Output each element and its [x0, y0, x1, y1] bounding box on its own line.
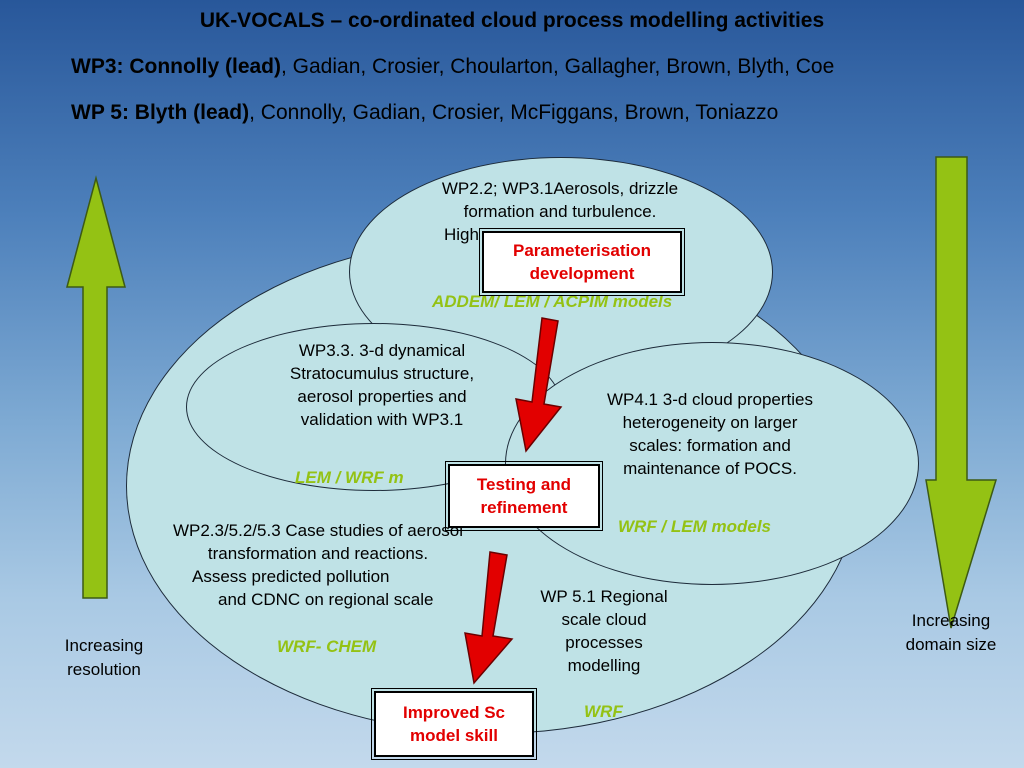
right-line3: scales: formation and [629, 436, 791, 455]
improved-line2: model skill [410, 726, 498, 745]
regional-line1: WP 5.1 Regional [540, 587, 668, 606]
big-line1: WP2.3/5.2/5.3 Case studies of aerosol [172, 521, 464, 540]
up-arrow-icon [66, 175, 126, 599]
right-side-line2: domain size [905, 635, 997, 654]
increasing-domain-size-label: Increasing domain size [888, 609, 1014, 657]
left-side-line2: resolution [67, 660, 141, 679]
left-line2: Stratocumulus structure, [289, 364, 475, 383]
wp5-team: WP 5: Blyth (lead), Connolly, Gadian, Cr… [71, 101, 778, 125]
regional-line4: modelling [567, 656, 641, 675]
top-line1: WP2.2; WP3.1Aerosols, drizzle [441, 179, 679, 198]
wp5-members: , Connolly, Gadian, Crosier, McFiggans, … [249, 101, 779, 124]
left-line4: validation with WP3.1 [300, 410, 464, 429]
right-model-label: WRF / LEM models [618, 517, 771, 536]
regional-model-label: WRF [584, 702, 623, 721]
wp3-members: , Gadian, Crosier, Choularton, Gallagher… [281, 55, 835, 78]
improved-sc-skill-box: Improved Sc model skill [371, 688, 537, 760]
right-line1: WP4.1 3-d cloud properties [607, 390, 813, 409]
ellipse-3d-dynamical [186, 323, 562, 491]
improved-line1: Improved Sc [402, 703, 506, 722]
big-model-label: WRF- CHEM [277, 637, 377, 656]
slide-title: UK-VOCALS – co-ordinated cloud process m… [199, 9, 825, 32]
wp3-team: WP3: Connolly (lead), Gadian, Crosier, C… [71, 55, 834, 79]
wp3-lead: WP3: Connolly (lead) [71, 55, 281, 78]
regional-text: WP 5.1 Regional scale cloud processes mo… [514, 585, 694, 677]
left-model-label: LEM / WRF m [295, 468, 404, 487]
ellipse-3d-cloud-properties [505, 342, 919, 585]
left-line3: aerosol properties and [297, 387, 467, 406]
top-line3: High [444, 225, 479, 244]
right-side-line1: Increasing [911, 611, 991, 630]
down-arrow-icon [925, 156, 998, 629]
wp5-lead: WP 5: Blyth (lead) [71, 101, 250, 124]
top-ellipse-text: WP2.2; WP3.1Aerosols, drizzle formation … [390, 177, 730, 246]
top-line2: formation and turbulence. [463, 202, 657, 221]
big-line4: and CDNC on regional scale [218, 590, 434, 609]
big-line2: transformation and reactions. [207, 544, 429, 563]
right-ellipse-text: WP4.1 3-d cloud properties heterogeneity… [560, 388, 860, 480]
testing-refinement-box: Testing and refinement [445, 461, 603, 531]
param-line2: development [529, 264, 635, 283]
left-side-line1: Increasing [64, 636, 144, 655]
parameterisation-development-box: Parameterisation development [479, 228, 685, 296]
right-line4: maintenance of POCS. [623, 459, 797, 478]
increasing-resolution-label: Increasing resolution [44, 634, 164, 682]
red-arrow-2-icon [464, 551, 514, 685]
left-line1: WP3.3. 3-d dynamical [298, 341, 466, 360]
red-arrow-1-icon [515, 317, 563, 453]
regional-line3: processes [565, 633, 643, 652]
big-ellipse-text: WP2.3/5.2/5.3 Case studies of aerosol tr… [128, 519, 508, 611]
param-line1: Parameterisation [513, 241, 651, 260]
big-line3: Assess predicted pollution [192, 567, 390, 586]
right-line2: heterogeneity on larger [622, 413, 798, 432]
test-line1: Testing and [476, 475, 572, 494]
test-line2: refinement [480, 498, 568, 517]
regional-line2: scale cloud [561, 610, 647, 629]
left-ellipse-text: WP3.3. 3-d dynamical Stratocumulus struc… [232, 339, 532, 431]
top-model-label: ADDEM/ LEM / ACPIM models [432, 292, 673, 311]
